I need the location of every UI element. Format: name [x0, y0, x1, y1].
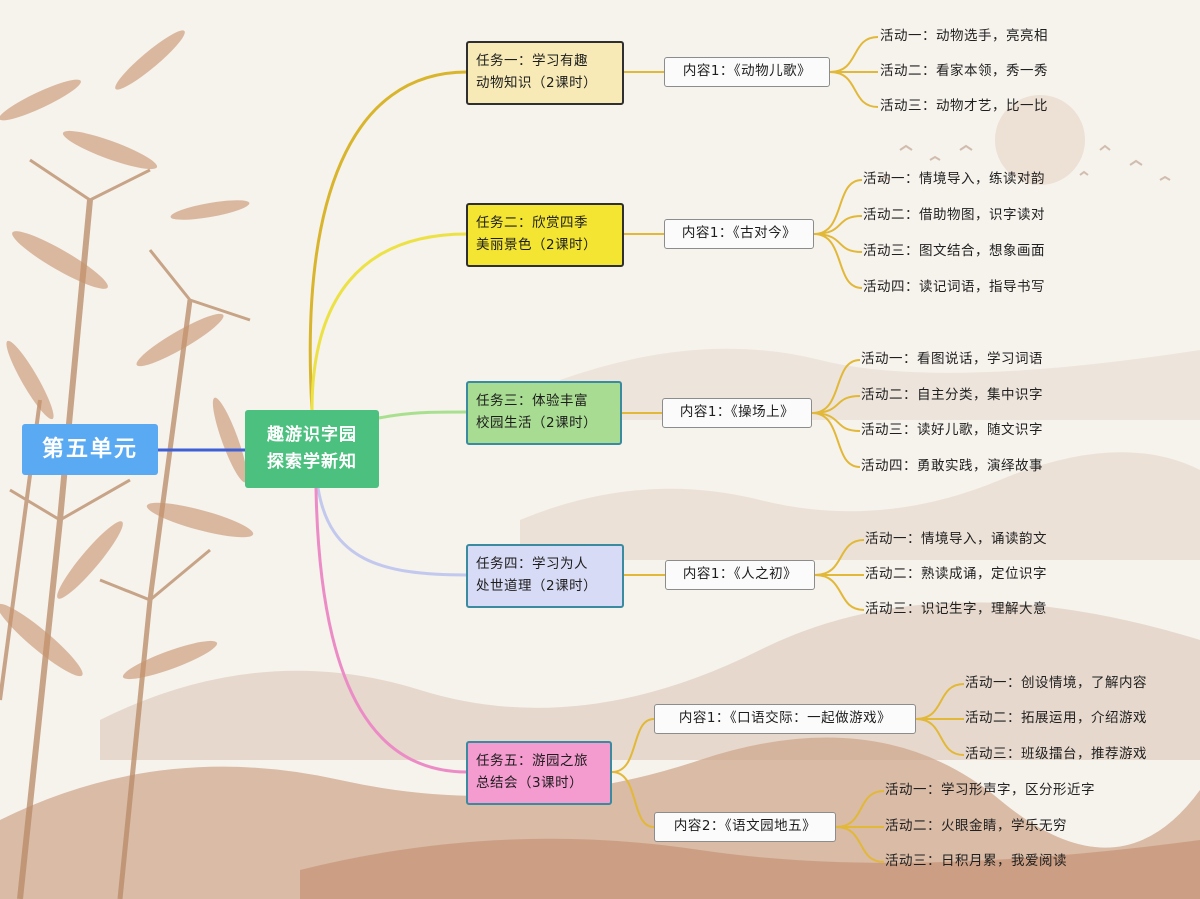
activity-item[interactable]: 活动三：日积月累，我爱阅读	[885, 853, 1067, 870]
activity-item[interactable]: 活动三：读好儿歌，随文识字	[861, 422, 1043, 439]
content-activity-connectors	[611, 36, 965, 863]
content-node-task4[interactable]: 内容1：《人之初》	[665, 560, 815, 590]
task-node-2[interactable]: 任务二：欣赏四季 美丽景色（2课时）	[466, 203, 624, 267]
center-node-theme[interactable]: 趣游识字园 探索学新知	[245, 410, 379, 488]
task5-content-connector	[611, 718, 655, 828]
task-node-3[interactable]: 任务三：体验丰富 校园生活（2课时）	[466, 381, 622, 445]
activity-item[interactable]: 活动三：班级擂台，推荐游戏	[965, 746, 1147, 763]
content5b-activities-connector	[835, 790, 885, 863]
task3-connector	[378, 410, 468, 420]
task-node-1[interactable]: 任务一：学习有趣 动物知识（2课时）	[466, 41, 624, 105]
content2-activities-connector	[813, 179, 863, 289]
activity-item[interactable]: 活动三：图文结合，想象画面	[863, 243, 1045, 260]
activity-item[interactable]: 活动三：识记生字，理解大意	[865, 601, 1047, 618]
activity-item[interactable]: 活动二：拓展运用，介绍游戏	[965, 710, 1147, 727]
task5-connector	[314, 487, 468, 774]
activity-item[interactable]: 活动一：学习形声字，区分形近字	[885, 782, 1095, 799]
birds-decoration	[879, 144, 1171, 181]
content-node-task5-2[interactable]: 内容2：《语文园地五》	[654, 812, 836, 842]
activity-item[interactable]: 活动二：火眼金睛，学乐无穷	[885, 818, 1067, 835]
activity-item[interactable]: 活动二：熟读成诵，定位识字	[865, 566, 1047, 583]
content1-activities-connector	[829, 36, 879, 108]
activity-item[interactable]: 活动一：情境导入，练读对韵	[863, 171, 1045, 188]
activity-item[interactable]: 活动三：动物才艺，比一比	[880, 98, 1048, 115]
task-node-5[interactable]: 任务五：游园之旅 总结会（3课时）	[466, 741, 612, 805]
activity-item[interactable]: 活动二：自主分类，集中识字	[861, 387, 1043, 404]
sun-decoration	[995, 95, 1085, 185]
content-node-task5-1[interactable]: 内容1：《口语交际：一起做游戏》	[654, 704, 916, 734]
content-node-task1[interactable]: 内容1：《动物儿歌》	[664, 57, 830, 87]
bamboo-leaves-decoration	[0, 30, 254, 680]
task2-connector	[310, 232, 468, 411]
activity-item[interactable]: 活动一：看图说话，学习词语	[861, 351, 1043, 368]
task4-connector	[316, 487, 468, 577]
activity-item[interactable]: 活动二：借助物图，识字读对	[863, 207, 1045, 224]
task1-connector	[308, 70, 468, 411]
root-node-unit-five[interactable]: 第五单元	[22, 424, 158, 475]
activity-item[interactable]: 活动一：动物选手，亮亮相	[880, 28, 1048, 45]
task-node-4[interactable]: 任务四：学习为人 处世道理（2课时）	[466, 544, 624, 608]
content-node-task3[interactable]: 内容1：《操场上》	[662, 398, 812, 428]
content4-activities-connector	[814, 539, 865, 611]
activity-item[interactable]: 活动一：情境导入，诵读韵文	[865, 531, 1047, 548]
content-node-task2[interactable]: 内容1：《古对今》	[664, 219, 814, 249]
activity-item[interactable]: 活动四：勇敢实践，演绎故事	[861, 458, 1043, 475]
activity-item[interactable]: 活动二：看家本领，秀一秀	[880, 63, 1048, 80]
activity-item[interactable]: 活动四：读记词语，指导书写	[863, 279, 1045, 296]
content3-activities-connector	[811, 359, 861, 468]
content5a-activities-connector	[915, 683, 965, 756]
activity-item[interactable]: 活动一：创设情境，了解内容	[965, 675, 1147, 692]
